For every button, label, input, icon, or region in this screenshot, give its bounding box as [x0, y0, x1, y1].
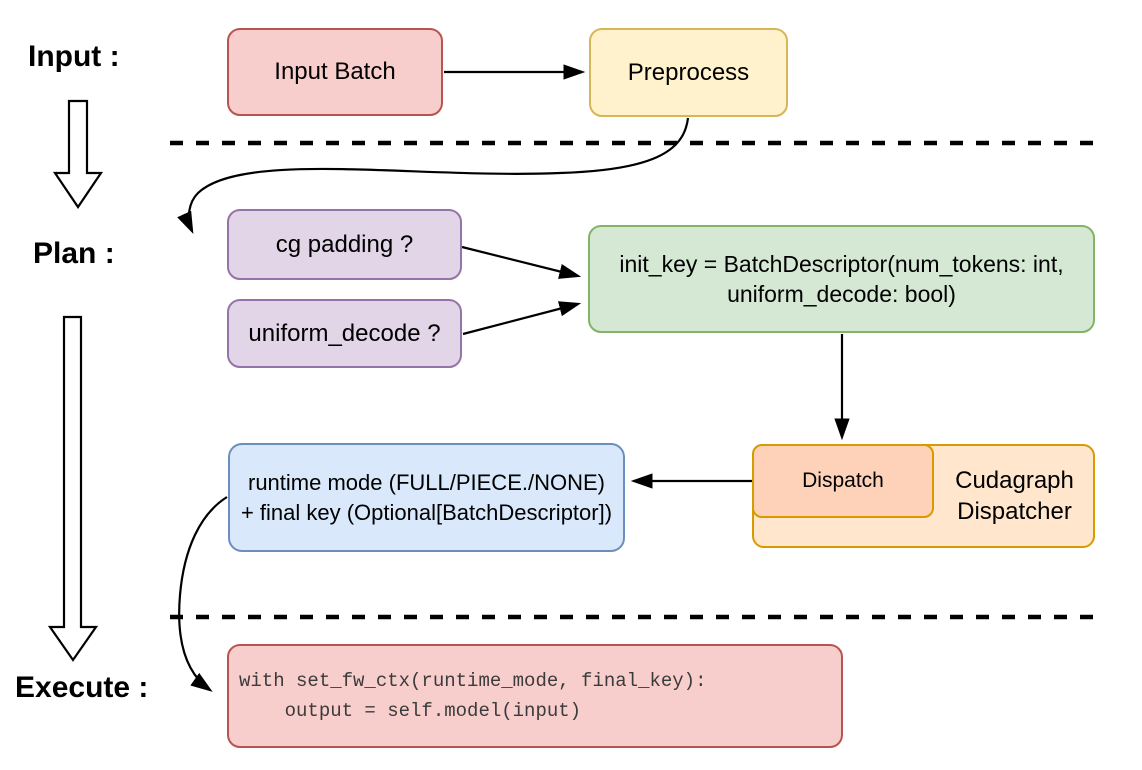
- down-arrow-icon: [47, 315, 99, 662]
- stage-label-execute: Execute :: [15, 671, 149, 704]
- arrow-uniformdecode-to-initkey: [462, 301, 582, 336]
- node-dispatch: Dispatch: [752, 444, 934, 518]
- node-preprocess: Preprocess: [589, 28, 788, 117]
- arrow-cgpadding-to-initkey: [461, 245, 582, 279]
- down-arrow-icon: [52, 99, 104, 209]
- node-init-key: init_key = BatchDescriptor(num_tokens: i…: [588, 225, 1095, 333]
- node-cg-padding: cg padding ?: [227, 209, 462, 280]
- execute-code-line1: with set_fw_ctx(runtime_mode, final_key)…: [239, 670, 707, 692]
- node-init-key-line2: uniform_decode: bool): [727, 281, 956, 307]
- node-preprocess-label: Preprocess: [627, 58, 750, 86]
- runtime-mode-line2: + final key (Optional[BatchDescriptor]): [240, 499, 613, 525]
- node-runtime-mode: runtime mode (FULL/PIECE./NONE) + final …: [228, 443, 625, 552]
- node-cg-padding-label: cg padding ?: [275, 230, 414, 258]
- cudagraph-label-line1: Cudagraph: [955, 467, 1074, 494]
- node-input-batch: Input Batch: [227, 28, 443, 116]
- arrow-runtime-to-execute: [178, 496, 228, 692]
- stage-label-plan: Plan :: [33, 237, 115, 270]
- node-input-batch-label: Input Batch: [274, 58, 396, 85]
- runtime-mode-line1: runtime mode (FULL/PIECE./NONE): [248, 469, 605, 495]
- execute-code-line2: output = self.model(input): [239, 700, 582, 722]
- node-cudagraph-dispatcher-label: Cudagraph Dispatcher: [934, 444, 1095, 548]
- cudagraph-label-line2: Dispatcher: [957, 498, 1072, 525]
- execute-code-block: with set_fw_ctx(runtime_mode, final_key)…: [239, 666, 706, 726]
- arrow-preprocess-to-cgpadding: [177, 117, 690, 234]
- node-dispatch-label: Dispatch: [802, 468, 884, 492]
- stage-label-input: Input :: [28, 40, 120, 73]
- node-init-key-line1: init_key = BatchDescriptor(num_tokens: i…: [619, 251, 1064, 277]
- node-uniform-decode-label: uniform_decode ?: [248, 319, 441, 347]
- node-execute-code: with set_fw_ctx(runtime_mode, final_key)…: [227, 644, 843, 748]
- node-uniform-decode: uniform_decode ?: [227, 299, 462, 368]
